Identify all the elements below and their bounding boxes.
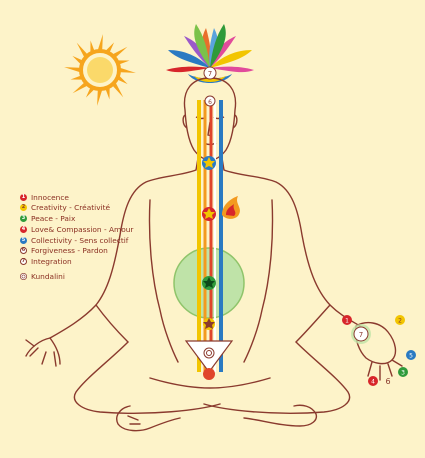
hand-palm-marker: 7	[351, 324, 371, 344]
sun-ray	[70, 75, 83, 80]
legend-dot-7: 7	[20, 257, 27, 265]
sun-ray	[117, 75, 128, 85]
sun-ray	[97, 34, 103, 51]
sun-ray	[85, 87, 95, 98]
sun-ray	[76, 42, 88, 58]
moon-icon	[309, 40, 352, 91]
sun-icon	[64, 34, 136, 106]
legend-item: 2 Creativity - Créativité	[20, 203, 170, 213]
sun-ray	[72, 82, 88, 94]
legend-item: 6 Forgiveness - Pardon	[20, 246, 170, 255]
sun-ray	[97, 89, 103, 106]
legend-label-1: Innocence	[31, 192, 69, 202]
kundalini-triangle	[184, 340, 234, 374]
body-outline	[25, 169, 403, 432]
legend-label-3: Peace - Paix	[31, 214, 76, 224]
heart-chakra-marker	[202, 207, 216, 221]
lotus-crown-icon	[166, 24, 254, 83]
kundalini-icon	[20, 272, 27, 280]
hand-finger-marker-2: 2	[395, 315, 405, 325]
legend-item: 1 Innocence	[20, 193, 170, 202]
hand-finger-marker-6: 6	[385, 377, 390, 386]
sun-ray	[64, 67, 81, 73]
legend-dot-2: 2	[20, 204, 27, 212]
hand-finger-marker-5: 5	[406, 350, 416, 360]
legend-label-6: Forgiveness - Pardon	[31, 246, 108, 256]
legend-dot-4: 4	[20, 225, 27, 233]
svg-text:6: 6	[208, 99, 212, 106]
sun-ray	[119, 67, 136, 73]
sun-ray	[90, 40, 95, 53]
hand-finger-marker-3: 3	[398, 367, 408, 377]
crown-chakra-marker: 7	[203, 66, 217, 80]
legend-dot-3: 3	[20, 215, 27, 223]
throat-chakra-marker	[202, 156, 216, 170]
legend-item: 5 Collectivity - Sens collectif	[20, 236, 170, 245]
hand-finger-marker-1: 1	[342, 315, 352, 325]
legend-item: 7 Integration	[20, 257, 170, 266]
legend-label-4: Love& Compassion - Amour	[31, 224, 134, 234]
svg-text:3: 3	[401, 370, 405, 377]
svg-text:2: 2	[398, 318, 402, 325]
svg-text:6: 6	[385, 377, 390, 386]
legend-label-2: Creativity - Créativité	[31, 203, 111, 213]
legend-label-5: Collectivity - Sens collectif	[31, 235, 129, 245]
sun-ray	[112, 82, 124, 98]
svg-text:5: 5	[409, 353, 413, 360]
chakra-legend: 1 Innocence 2 Creativity - Créativité 3 …	[20, 193, 170, 282]
sun-ray	[105, 42, 115, 53]
legend-item: 4 Love& Compassion - Amour	[20, 225, 170, 234]
svg-text:4: 4	[371, 379, 375, 386]
swadishthan-chakra-marker	[203, 318, 215, 330]
legend-dot-1: 1	[20, 193, 27, 201]
legend-item: 3 Peace - Paix	[20, 214, 170, 223]
mooladhara-chakra-marker	[203, 368, 215, 380]
sun-ray	[105, 87, 110, 100]
legend-item-kundalini: Kundalini	[20, 272, 170, 281]
hand-finger-marker-4: 4	[368, 376, 378, 386]
legend-dot-6: 6	[20, 247, 27, 255]
svg-text:7: 7	[359, 331, 363, 339]
sun-ray	[112, 46, 128, 58]
nabhi-chakra-marker	[202, 276, 216, 290]
legend-label-7: Integration	[31, 256, 72, 266]
legend-label-kundalini: Kundalini	[31, 271, 65, 281]
legend-dot-5: 5	[20, 236, 27, 244]
sun-ray	[72, 55, 83, 65]
svg-text:1: 1	[345, 318, 349, 325]
agnya-chakra-marker: 6	[204, 95, 216, 107]
svg-text:7: 7	[208, 70, 212, 78]
heart-flame-icon	[222, 196, 240, 219]
sun-ray	[117, 60, 130, 65]
